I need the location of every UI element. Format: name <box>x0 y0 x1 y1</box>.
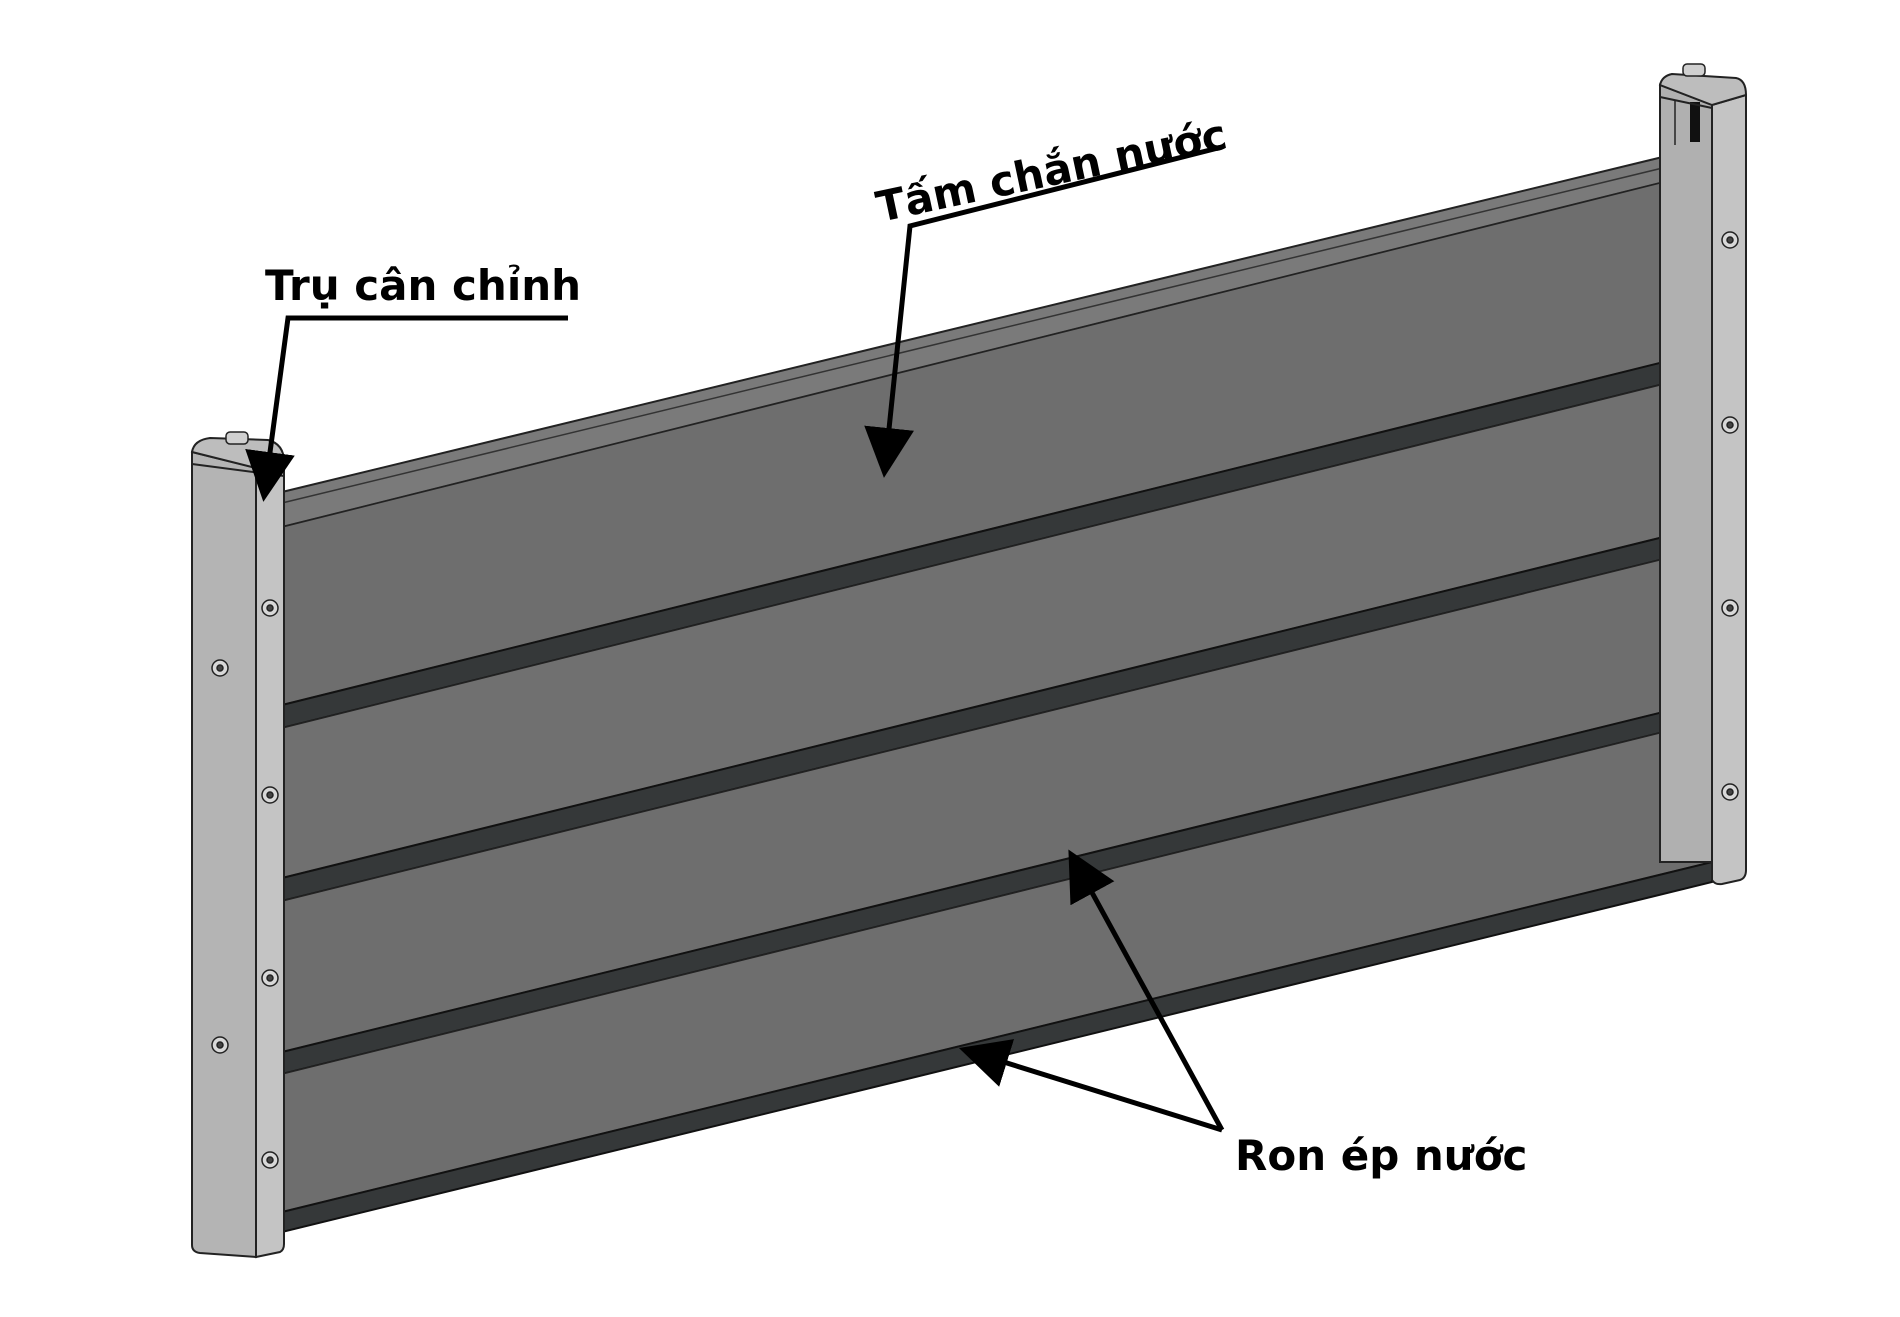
left-alignment-post <box>190 431 286 1259</box>
callout-post: Trụ cân chỉnh <box>245 261 581 502</box>
label-panel: Tấm chắn nước <box>872 110 1231 232</box>
right-alignment-post <box>1658 63 1748 886</box>
water-barrier-panel <box>281 143 1713 1234</box>
leader-line-panel <box>864 144 1223 478</box>
callout-seal: Ron ép nước <box>958 849 1527 1180</box>
leader-line-seal-1 <box>1068 849 1225 1132</box>
post-cap-bolt-icon <box>225 431 249 445</box>
label-post: Trụ cân chỉnh <box>265 261 581 310</box>
leader-line-post <box>245 315 568 502</box>
bolt-icon <box>211 599 279 1169</box>
post-cap-bolt-icon <box>1682 63 1706 77</box>
bolt-icon <box>1721 231 1739 801</box>
label-seal: Ron ép nước <box>1235 1131 1527 1180</box>
leader-line-seal-2 <box>958 1039 1223 1133</box>
